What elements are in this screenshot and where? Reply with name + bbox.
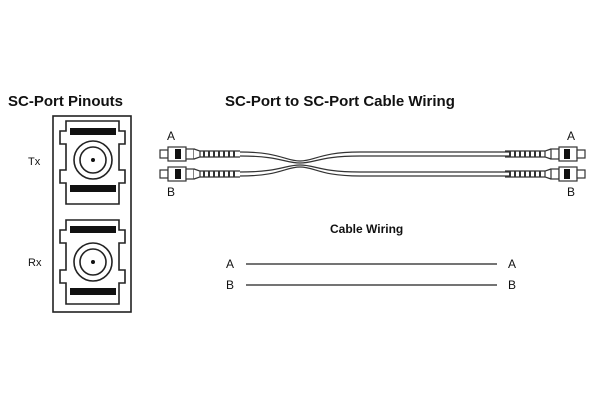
- rx-key-bottom: [70, 288, 116, 295]
- cable-wiring-heading: SC-Port to SC-Port Cable Wiring: [225, 93, 455, 110]
- duplex-cable: [159, 146, 586, 182]
- rx-key-top: [70, 226, 116, 233]
- cable-left-a-label: A: [167, 129, 176, 143]
- tx-fiber-core: [91, 158, 95, 162]
- right-connector-b: [505, 166, 586, 182]
- fiber-a-bottom-edge: [239, 155, 510, 164]
- cable-right-b-label: B: [567, 185, 576, 199]
- left-connector-b: [159, 166, 240, 182]
- tx-label: Tx: [28, 156, 41, 168]
- cable-left-b-label: B: [167, 185, 176, 199]
- cable-right-a-label: A: [567, 129, 576, 143]
- wiring-row-b-right: B: [508, 278, 517, 292]
- sc-port-module: [52, 115, 132, 313]
- left-connector-a: [159, 146, 240, 162]
- wiring-row-a-right: A: [508, 257, 517, 271]
- fiber-b-bottom-edge: [239, 166, 510, 177]
- wiring-row-b-left: B: [226, 278, 235, 292]
- fiber-a-top-edge: [239, 151, 510, 162]
- rx-port: [59, 219, 126, 305]
- pinouts-title: SC-Port Pinouts: [8, 93, 123, 110]
- wiring-row-a-left: A: [226, 257, 235, 271]
- tx-key-top: [70, 128, 116, 135]
- tx-port: [59, 120, 126, 205]
- fiber-b-top-edge: [239, 164, 510, 173]
- right-connector-a: [505, 146, 586, 162]
- tx-key-bottom: [70, 185, 116, 192]
- cable-wiring-subtitle: Cable Wiring: [330, 222, 404, 236]
- rx-fiber-core: [91, 260, 95, 264]
- rx-label: Rx: [28, 257, 42, 269]
- cable-wiring-lines: [246, 263, 497, 286]
